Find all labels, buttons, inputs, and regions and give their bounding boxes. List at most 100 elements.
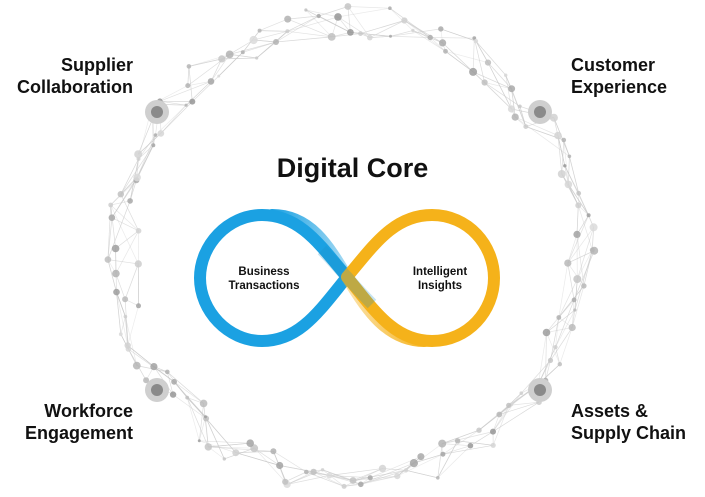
network-link	[331, 33, 361, 38]
network-node	[108, 202, 114, 208]
network-link	[550, 317, 560, 361]
network-link	[568, 184, 589, 216]
network-link	[492, 404, 512, 432]
network-link	[115, 230, 139, 249]
network-link	[192, 75, 219, 102]
network-node	[564, 180, 573, 189]
network-link	[429, 37, 446, 52]
network-link	[329, 468, 383, 476]
network-node	[112, 269, 120, 278]
network-node	[440, 451, 446, 457]
network-link	[546, 285, 585, 333]
network-link	[484, 82, 512, 110]
network-link	[508, 401, 540, 406]
network-link	[573, 250, 595, 301]
network-link	[287, 15, 319, 20]
network-link	[224, 447, 255, 460]
network-link	[567, 263, 575, 300]
network-node	[304, 469, 309, 475]
network-link	[561, 139, 565, 175]
network-link	[275, 15, 319, 43]
network-link	[305, 9, 332, 38]
network-node	[204, 443, 212, 451]
network-link	[492, 405, 510, 446]
network-link	[492, 392, 522, 432]
network-link	[445, 51, 474, 73]
network-node	[547, 357, 554, 363]
network-link	[115, 230, 139, 274]
network-link	[442, 431, 494, 444]
network-link	[557, 135, 566, 166]
network-link	[360, 20, 405, 34]
network-link	[487, 62, 512, 89]
network-link	[475, 40, 489, 63]
network-node	[573, 230, 581, 238]
network-link	[210, 58, 223, 82]
network-link	[519, 106, 527, 127]
network-node	[567, 154, 572, 159]
network-link	[287, 475, 330, 485]
network-node	[285, 29, 290, 34]
network-link	[242, 41, 277, 53]
network-link	[389, 7, 414, 31]
network-node	[523, 124, 529, 129]
network-link	[259, 18, 288, 31]
network-node	[204, 415, 207, 419]
network-link	[110, 204, 139, 232]
network-link	[511, 88, 527, 127]
network-node	[427, 34, 433, 41]
network-node	[496, 411, 503, 418]
network-link	[203, 403, 209, 447]
network-link	[558, 299, 575, 318]
network-link	[318, 6, 349, 17]
network-node	[417, 453, 425, 461]
network-node	[284, 15, 292, 23]
network-node	[104, 256, 112, 263]
network-link	[478, 414, 500, 431]
network-link	[492, 405, 510, 432]
network-link	[344, 475, 398, 487]
network-node	[134, 260, 142, 268]
network-node	[557, 170, 566, 178]
network-link	[159, 100, 187, 106]
network-link	[567, 234, 578, 264]
network-node	[169, 391, 177, 398]
network-link	[412, 30, 431, 38]
network-link	[286, 471, 314, 485]
network-link	[347, 6, 390, 9]
network-link	[472, 38, 475, 72]
network-node	[132, 361, 141, 370]
network-link	[127, 305, 139, 346]
network-node	[133, 173, 141, 182]
network-link	[511, 88, 516, 118]
network-node	[581, 283, 587, 289]
network-link	[369, 35, 391, 38]
network-link	[347, 6, 351, 33]
network-link	[107, 200, 131, 260]
network-link	[110, 204, 116, 249]
network-link	[478, 414, 500, 431]
network-link	[369, 20, 405, 38]
network-link	[287, 15, 319, 20]
network-node	[326, 472, 333, 479]
network-node	[573, 308, 577, 312]
network-link	[221, 57, 257, 60]
network-link	[564, 165, 589, 216]
network-node	[554, 131, 562, 140]
network-node	[575, 202, 582, 209]
network-link	[442, 429, 480, 455]
network-node	[207, 78, 215, 85]
network-link	[567, 215, 589, 264]
blue-fade-segment	[266, 209, 353, 283]
network-link	[437, 440, 458, 478]
network-node	[185, 83, 191, 89]
network-node	[304, 8, 308, 12]
network-link	[256, 31, 288, 59]
network-node	[519, 391, 524, 396]
network-link	[484, 82, 521, 107]
network-link	[127, 345, 155, 367]
infinity-loop	[193, 208, 501, 348]
network-link	[478, 405, 509, 431]
network-node	[411, 28, 415, 33]
